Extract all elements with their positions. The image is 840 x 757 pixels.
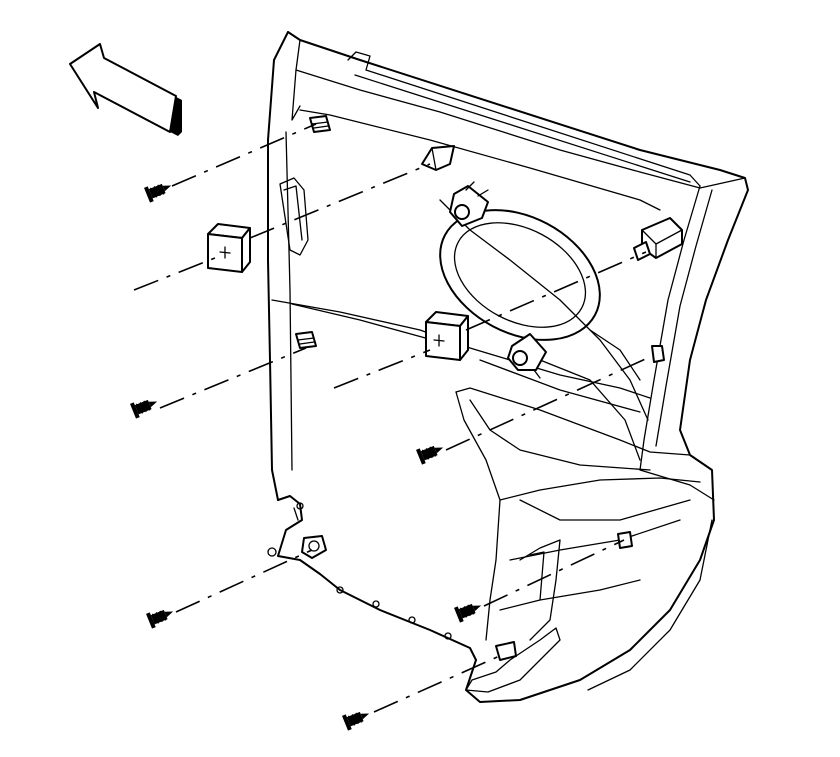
panel-clip-icon <box>633 217 683 261</box>
fastener-screw-icon <box>146 609 174 629</box>
panel-clip-icon <box>295 331 317 349</box>
front-direction-arrow-icon <box>69 43 182 136</box>
speaker-clip-icon <box>449 181 489 227</box>
fasteners <box>130 183 482 731</box>
fastener-screw-icon <box>144 183 172 203</box>
door-trim-panel <box>267 31 749 703</box>
speaker-clip-icon <box>507 333 547 379</box>
lower-pivot-clip-icon <box>301 535 327 559</box>
fastener-screw-icon <box>130 399 158 419</box>
panel-clip-icon <box>309 115 331 133</box>
fastener-screw-icon <box>416 445 444 465</box>
fastener-screw-icon <box>342 711 370 731</box>
fastener-screw-icon <box>454 603 482 623</box>
retainer-clip <box>425 311 469 361</box>
retainer-clip <box>207 223 251 273</box>
panel-clip-icon <box>617 531 633 549</box>
panel-clips <box>295 115 683 661</box>
leader-lines <box>133 123 653 713</box>
panel-clip-icon <box>651 345 665 363</box>
lower-pivot-clip-icon <box>495 641 517 661</box>
panel-clip-icon <box>421 145 455 171</box>
